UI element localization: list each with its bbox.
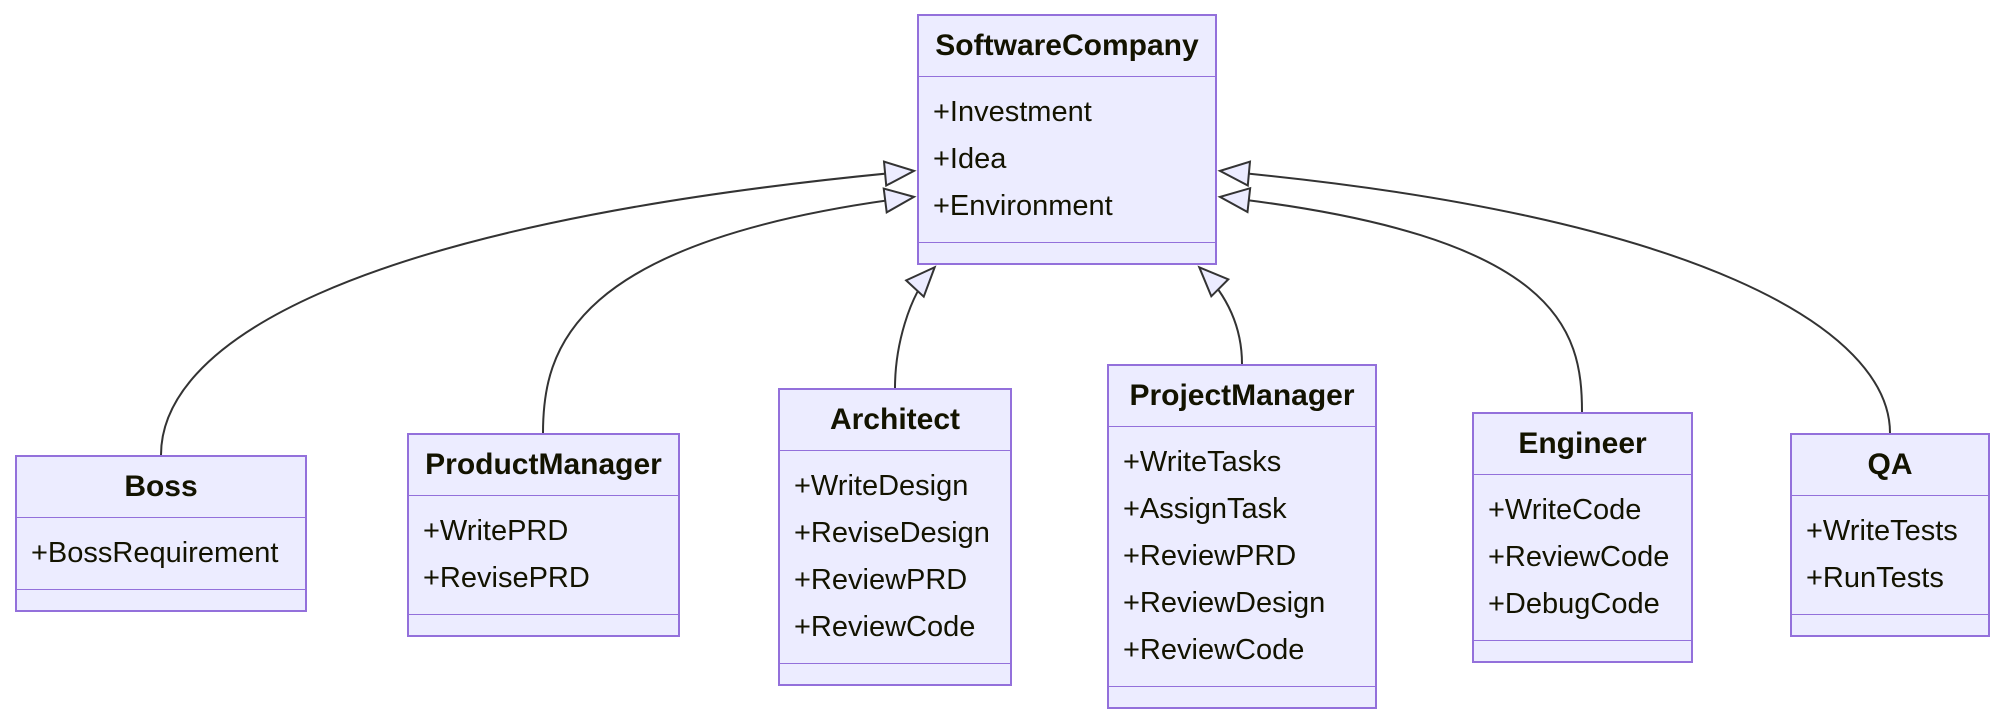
class-attribute: +ReviewCode [1488, 541, 1670, 573]
inheritance-edge-engineer [1217, 186, 1583, 413]
class-methods-empty [780, 664, 1010, 684]
class-attributes: +Investment +Idea +Environment [919, 77, 1215, 243]
class-methods-empty [409, 615, 678, 635]
class-attribute: +ReviewDesign [1123, 587, 1326, 619]
class-attribute: +WriteDesign [794, 470, 969, 502]
class-attribute: +Environment [933, 190, 1113, 222]
class-methods-empty [1109, 687, 1375, 707]
class-attribute: +BossRequirement [31, 537, 279, 569]
class-attribute: +DebugCode [1488, 588, 1660, 620]
class-attribute: +WriteCode [1488, 494, 1642, 526]
class-attribute: +ReviewCode [1123, 634, 1305, 666]
class-node-projectmanager: ProjectManager +WriteTasks +AssignTask +… [1107, 364, 1377, 709]
class-attribute: +ReviseDesign [794, 517, 990, 549]
class-attribute: +Investment [933, 96, 1092, 128]
class-attributes: +BossRequirement [17, 518, 305, 590]
class-node-engineer: Engineer +WriteCode +ReviewCode +DebugCo… [1472, 412, 1693, 663]
class-node-productmanager: ProductManager +WritePRD +RevisePRD [407, 433, 680, 637]
class-attribute: +WriteTasks [1123, 446, 1282, 478]
class-attribute: +AssignTask [1123, 493, 1287, 525]
class-attribute: +ReviewPRD [794, 564, 968, 596]
class-attribute: +RevisePRD [423, 562, 590, 594]
class-attributes: +WriteTests +RunTests [1792, 496, 1988, 615]
inheritance-edge-productmanager [542, 187, 917, 434]
inheritance-edge-boss [160, 160, 917, 456]
class-title: QA [1792, 435, 1988, 496]
class-attribute: +ReviewPRD [1123, 540, 1297, 572]
class-attributes: +WriteCode +ReviewCode +DebugCode [1474, 475, 1691, 641]
class-attributes: +WritePRD +RevisePRD [409, 496, 678, 615]
class-attributes: +WriteDesign +ReviseDesign +ReviewPRD +R… [780, 451, 1010, 664]
class-title: Architect [780, 390, 1010, 451]
class-node-boss: Boss +BossRequirement [15, 455, 307, 612]
class-title: Boss [17, 457, 305, 518]
class-methods-empty [1474, 641, 1691, 661]
class-methods-empty [919, 243, 1215, 263]
class-title: SoftwareCompany [919, 16, 1215, 77]
class-node-softwarecompany: SoftwareCompany +Investment +Idea +Envir… [917, 14, 1217, 265]
class-attribute: +RunTests [1806, 562, 1944, 594]
class-attribute: +WriteTests [1806, 515, 1958, 547]
class-node-architect: Architect +WriteDesign +ReviseDesign +Re… [778, 388, 1012, 686]
inheritance-edge-architect [894, 265, 937, 389]
class-attribute: +Idea [933, 143, 1007, 175]
class-node-qa: QA +WriteTests +RunTests [1790, 433, 1990, 637]
class-title: Engineer [1474, 414, 1691, 475]
class-methods-empty [17, 590, 305, 610]
inheritance-edge-projectmanager [1197, 265, 1243, 365]
class-methods-empty [1792, 615, 1988, 635]
class-title: ProductManager [409, 435, 678, 496]
class-attributes: +WriteTasks +AssignTask +ReviewPRD +Revi… [1109, 427, 1375, 687]
class-attribute: +WritePRD [423, 515, 569, 547]
class-attribute: +ReviewCode [794, 611, 976, 643]
class-title: ProjectManager [1109, 366, 1375, 427]
inheritance-edge-qa [1217, 160, 1891, 434]
